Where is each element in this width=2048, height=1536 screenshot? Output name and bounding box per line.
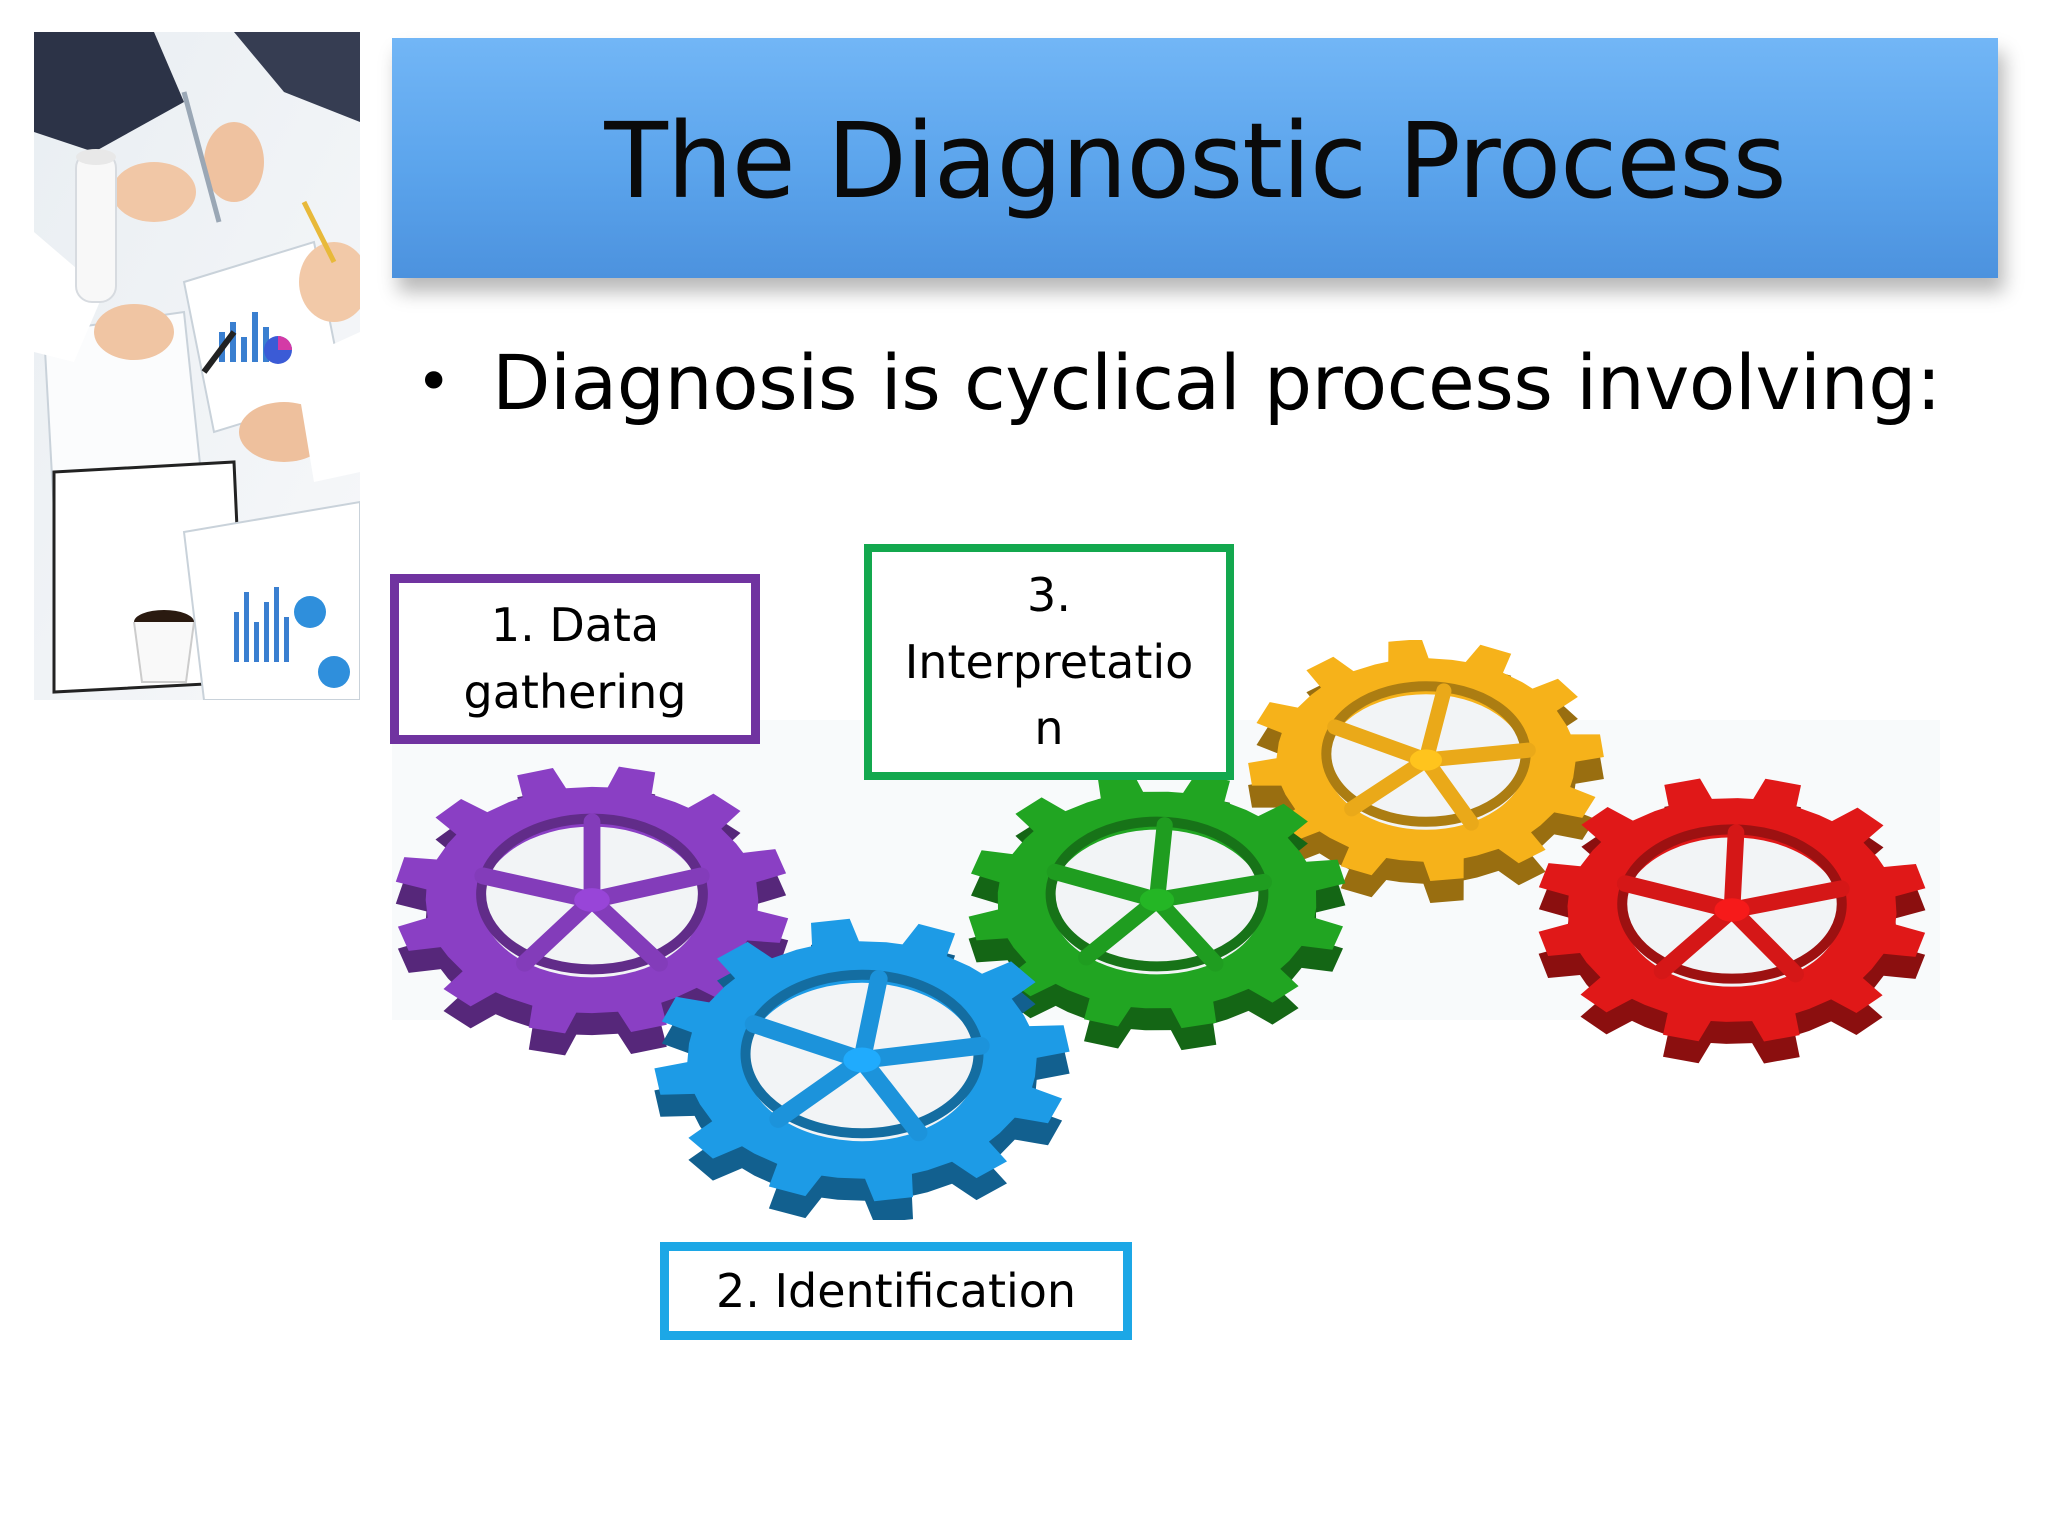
- blue-gear-icon: [654, 918, 1070, 1220]
- purple-gear-icon: [395, 766, 789, 1056]
- bullet-point: • Diagnosis is cyclical process involvin…: [416, 332, 1942, 432]
- bullet-icon: •: [416, 347, 452, 417]
- business-meeting-photo: [34, 32, 360, 700]
- step-interpretation-label: 3. Interpretatio n: [904, 567, 1194, 756]
- bullet-text: Diagnosis is cyclical process involving:: [492, 337, 1942, 427]
- red-gear-icon: [1538, 778, 1926, 1064]
- step-data-gathering-box: 1. Data gathering: [390, 574, 760, 744]
- green-gear-icon: [968, 771, 1346, 1051]
- step-identification-label: 2. Identification: [715, 1263, 1077, 1318]
- step-identification-box: 2. Identification: [660, 1242, 1132, 1340]
- slide-title: The Diagnostic Process: [604, 100, 1786, 222]
- yellow-gear-icon: [1248, 640, 1604, 903]
- step-interpretation-box: 3. Interpretatio n: [864, 544, 1234, 780]
- title-bar: The Diagnostic Process: [392, 38, 1998, 278]
- step-data-gathering-label: 1. Data gathering: [463, 598, 687, 719]
